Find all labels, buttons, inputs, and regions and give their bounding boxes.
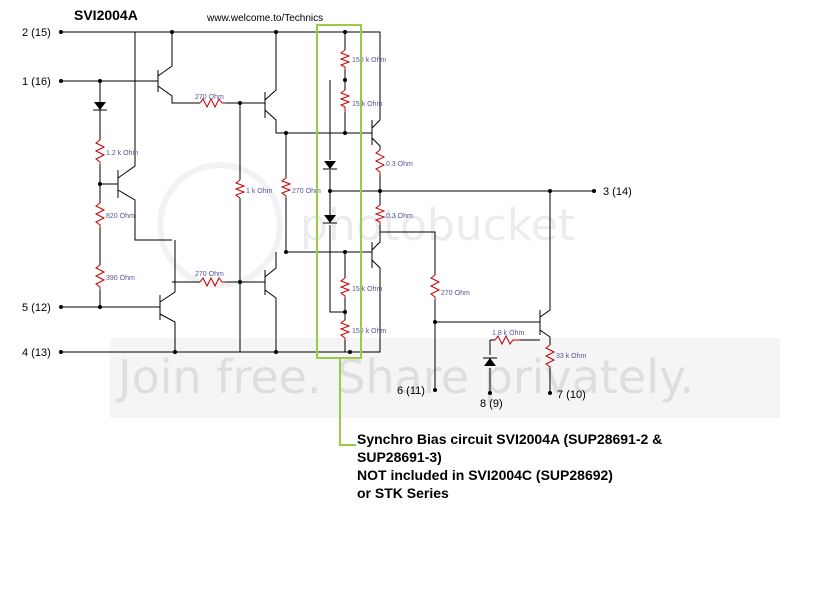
diode-bias-lower [323, 215, 337, 224]
value-150k-bottom: 150 k Ohm [352, 328, 386, 335]
value-270-right: 270 Ohm [441, 290, 470, 297]
note-line-4: or STK Series [357, 485, 449, 501]
photobucket-watermark: photobucket Join free. Share privately. [110, 162, 780, 418]
resistor-270-top [199, 97, 225, 109]
value-820: 820 Ohm [106, 213, 135, 220]
watermark-slogan: Join free. Share privately. [115, 350, 694, 404]
junction-dots [98, 30, 552, 354]
pin-8-label: 8 (9) [480, 398, 503, 410]
diode-pin1 [93, 102, 107, 111]
resistors [94, 49, 556, 368]
note-line-2: SUP28691-3) [357, 449, 442, 465]
site-url: www.welcome.to/Technics [206, 13, 323, 24]
pin-terminals [59, 30, 596, 395]
resistor-1-8k [494, 334, 520, 346]
value-0-3-bottom: 0.3 Ohm [386, 213, 413, 220]
pin-7-label: 7 (10) [557, 389, 586, 401]
diode-pin8 [483, 357, 497, 366]
resistor-390 [94, 264, 106, 290]
value-150k: 150 k Ohm [352, 57, 386, 64]
value-33k: 33 k Ohm [556, 353, 587, 360]
pin-6-label: 6 (11) [397, 385, 425, 397]
value-0-3-top: 0.3 Ohm [386, 161, 413, 168]
resistor-0-3-bottom [374, 204, 386, 225]
pin-2-label: 2 (15) [22, 27, 51, 39]
synchro-bias-highlight [316, 24, 362, 446]
pin-1-label: 1 (16) [22, 76, 51, 88]
value-1k: 1 k Ohm [246, 188, 273, 195]
resistor-270-right [429, 274, 441, 300]
pin-4-label: 4 (13) [22, 347, 51, 359]
resistor-270-mid [280, 177, 292, 198]
note-line-1: Synchro Bias circuit SVI2004A (SUP28691-… [357, 431, 663, 447]
resistor-0-3-top [374, 149, 386, 175]
pin-5-label: 5 (12) [22, 302, 51, 314]
resistor-270-bottom [199, 276, 225, 288]
resistor-1k [234, 179, 246, 199]
value-15k-bottom: 15 k Ohm [352, 286, 383, 293]
component-values: 150 k Ohm 15 k Ohm 1.2 k Ohm 270 Ohm 0.3… [106, 57, 587, 360]
resistor-150k [339, 49, 351, 70]
resistor-820 [94, 202, 106, 228]
value-1-2k: 1.2 k Ohm [106, 150, 138, 157]
resistor-150k-bottom [339, 319, 351, 340]
resistor-1-2k [94, 139, 106, 165]
watermark-logo: photobucket [300, 200, 575, 251]
resistor-15k-top [339, 89, 351, 112]
wiring [61, 31, 594, 393]
pin-3-label: 3 (14) [603, 186, 632, 198]
value-390: 390 Ohm [106, 275, 135, 282]
value-1-8k: 1.8 k Ohm [492, 330, 524, 337]
value-270-mid: 270 Ohm [292, 188, 321, 195]
resistor-15k-bottom [339, 277, 351, 298]
note-line-3: NOT included in SVI2004C (SUP28692) [357, 467, 613, 483]
value-270-top: 270 Ohm [195, 94, 224, 101]
value-270-bottom: 270 Ohm [195, 271, 224, 278]
annotation-note: Synchro Bias circuit SVI2004A (SUP28691-… [357, 430, 737, 502]
value-15k-top: 15 k Ohm [352, 101, 383, 108]
resistor-33k [544, 344, 556, 368]
circuit-title: SVI2004A [74, 7, 138, 23]
diode-bias-upper [323, 161, 337, 170]
